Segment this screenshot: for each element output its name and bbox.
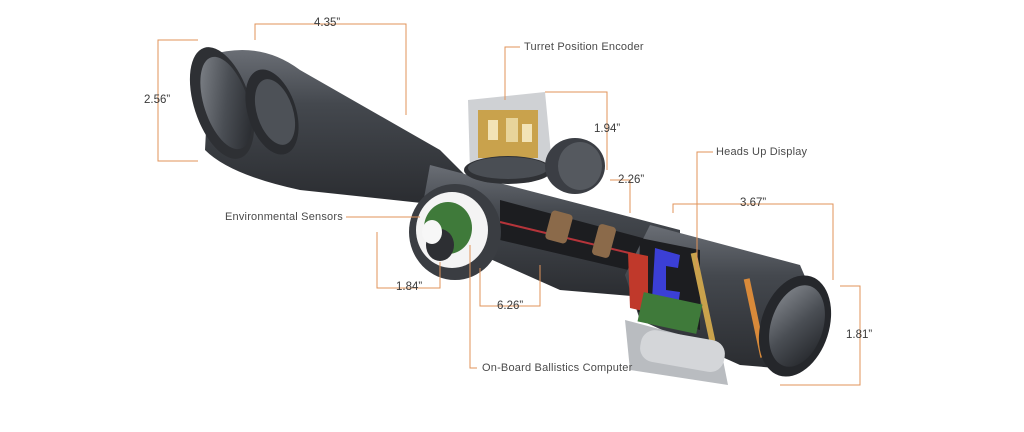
dim-line-overall-height: [157, 39, 198, 162]
leader-heads-up-display: [696, 151, 713, 270]
label-heads-up-display: Heads Up Display: [716, 146, 808, 158]
dim-line-turret-height: [545, 91, 608, 170]
dim-line-sensor-housing: [376, 232, 441, 289]
dim-line-objective-length: [254, 23, 407, 115]
dim-objective-length: 4.35”: [314, 17, 341, 29]
dim-eyepiece-length: 3.67”: [740, 197, 767, 209]
objective-lens: [200, 56, 252, 150]
dim-turret-height: 1.94”: [594, 123, 621, 135]
leader-turret-encoder: [504, 46, 520, 100]
dim-line-eyepiece-length: [672, 203, 834, 280]
dim-tube-diameter: 2.26”: [618, 174, 645, 186]
label-turret-encoder: Turret Position Encoder: [524, 41, 644, 53]
tube-cutaway: [500, 200, 650, 275]
eyepiece-lens: [769, 285, 825, 367]
dim-line-tube-diameter: [610, 179, 631, 213]
blue-bracket: [652, 248, 680, 306]
dim-sensor-housing: 1.84”: [396, 281, 423, 293]
dim-overall-height: 2.56”: [144, 94, 171, 106]
dim-line-eyepiece-diameter: [780, 285, 861, 386]
dim-mid-section: 6.26”: [497, 300, 524, 312]
label-ballistics-computer: On-Board Ballistics Computer: [482, 362, 633, 374]
dim-line-mid-section: [479, 265, 541, 307]
leader-ballistics-computer: [469, 245, 477, 369]
scope-body: [189, 47, 832, 385]
label-environmental-sensors: Environmental Sensors: [225, 211, 343, 223]
dim-eyepiece-diameter: 1.81”: [846, 329, 873, 341]
callout-lines: [157, 23, 861, 386]
